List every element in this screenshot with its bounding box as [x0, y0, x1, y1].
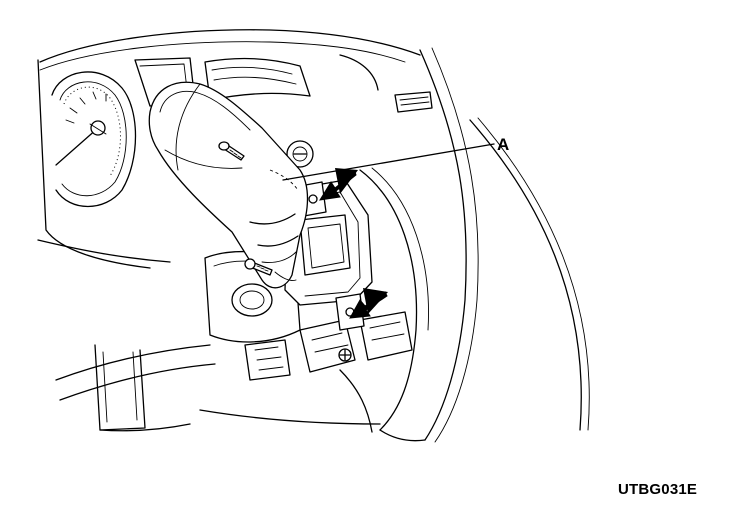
arrow-icon	[349, 288, 388, 319]
callout-leader	[282, 143, 495, 181]
arrow-icon	[319, 168, 358, 201]
gauge-dial	[51, 71, 137, 208]
column-cover	[359, 47, 590, 443]
figure-code: UTBG031E	[618, 481, 698, 498]
screw-icon	[218, 141, 245, 161]
switch-bracket	[204, 250, 413, 433]
stalk-lever	[148, 81, 309, 289]
screw-icon	[244, 258, 273, 276]
callout-label-a: A	[497, 135, 510, 154]
